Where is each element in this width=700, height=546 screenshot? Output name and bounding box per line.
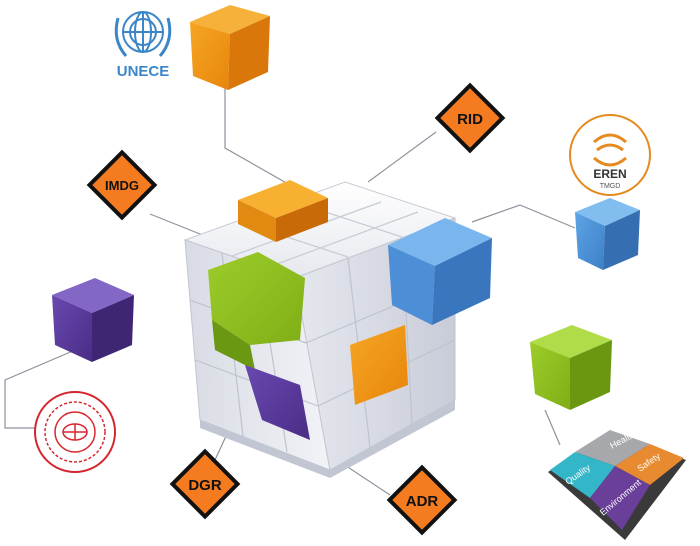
placard-imdg-label: IMDG [105,178,139,193]
floating-blue-cube [575,198,640,270]
puzzle-piece-health [575,430,650,466]
puzzle-piece-safety [615,444,684,485]
cube-orange-tile [350,325,408,405]
cube-blue-block [388,218,492,325]
placard-dgr-label: DGR [188,477,222,494]
placard-adr-label: ADR [406,493,439,510]
red-seal-logo [34,391,116,473]
cube-green-tile [208,252,305,345]
floating-green-cube [530,325,612,410]
un-emblem-icon [114,11,172,57]
placard-rid-label: RID [457,111,483,128]
seal-crescent-icon [62,423,88,441]
cube-purple-tile [245,365,310,440]
eren-logo: EREN TMGD [569,114,651,196]
unece-logo: UNECE [114,11,172,80]
cube-top-orange-block [238,180,328,242]
main-cube [183,181,457,478]
hse-puzzle: Health Safety Quality Environment [548,430,686,540]
floating-purple-cube [52,278,134,362]
eren-mark-icon [593,133,627,167]
eren-label: EREN [593,167,626,181]
puzzle-piece-environment [590,466,650,530]
unece-label: UNECE [117,63,170,80]
floating-orange-cube [190,5,270,90]
eren-sub-label: TMGD [600,183,621,190]
puzzle-piece-quality [550,452,615,498]
